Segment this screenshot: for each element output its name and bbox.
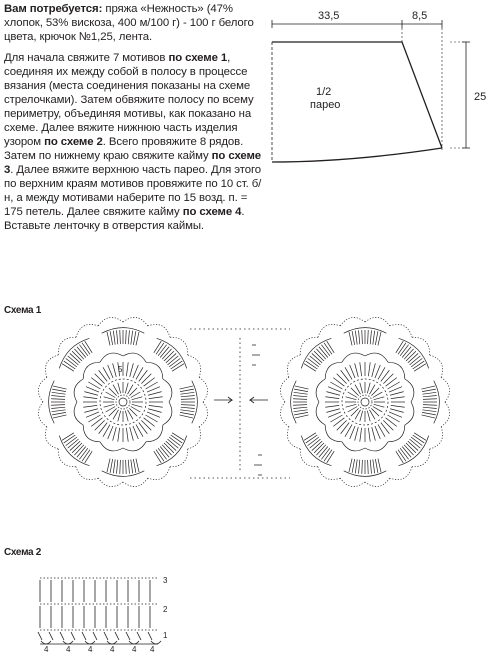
piece-fraction-label: 1/2 [316,86,331,98]
scheme-ref-1: по схеме 1 [168,52,228,64]
scheme-ref-3: по схеме 3 [4,150,262,176]
piece-name-label: парео [310,99,340,111]
steps-paragraph: Для начала свяжите 7 мотивов по схеме 1,… [4,51,266,233]
step-text-2: , соединяя их между собой в полосу в про… [4,52,254,148]
pareo-outline-bottom [271,147,443,163]
scheme2-diagram [37,577,162,645]
step-text-4: . Далее вяжите верхнюю часть парео. Для … [4,164,262,218]
scheme1-label: Схема 1 [4,305,42,316]
instructions-text: Вам потребуется: пряжа «Нежность» (47% х… [4,2,266,240]
scheme2-repeat-2: 4 [66,645,71,654]
step-text-1: Для начала свяжите 7 мотивов [4,52,166,64]
scheme2-row-1: 1 [163,631,168,640]
scheme-ref-2: по схеме 2 [44,136,103,148]
motif-right [280,317,450,487]
dimension-label-right: 25 [474,91,486,103]
scheme2-row-3: 3 [163,576,168,585]
dimension-label-top-left: 33,5 [318,10,339,22]
scheme2-row-2: 2 [163,605,168,614]
scheme2-repeat-3: 4 [88,645,93,654]
scheme2-repeat-1: 4 [44,645,49,654]
scheme2-repeat-4: 4 [110,645,115,654]
dimension-label-top-right: 8,5 [412,10,427,22]
step-text-5: . Вставьте ленточку в отверстия каймы. [4,206,245,232]
motif-join-markers [190,328,290,479]
materials-paragraph: Вам потребуется: пряжа «Нежность» (47% х… [4,2,266,44]
motif-row-marker: 5 [118,365,123,374]
materials-heading: Вам потребуется: [4,3,103,15]
pareo-outline-top [272,41,443,149]
scheme2-repeat-6: 4 [150,645,155,654]
scheme-ref-4: по схеме 4 [182,206,242,218]
scheme2-label: Схема 2 [4,547,42,558]
step-text-3: . Всего провяжите 8 рядов. Затем по нижн… [4,136,244,162]
materials-text: пряжа «Нежность» (47% хлопок, 53% вискоз… [4,3,254,43]
scheme2-repeat-5: 4 [132,645,137,654]
motif-left [38,317,208,487]
